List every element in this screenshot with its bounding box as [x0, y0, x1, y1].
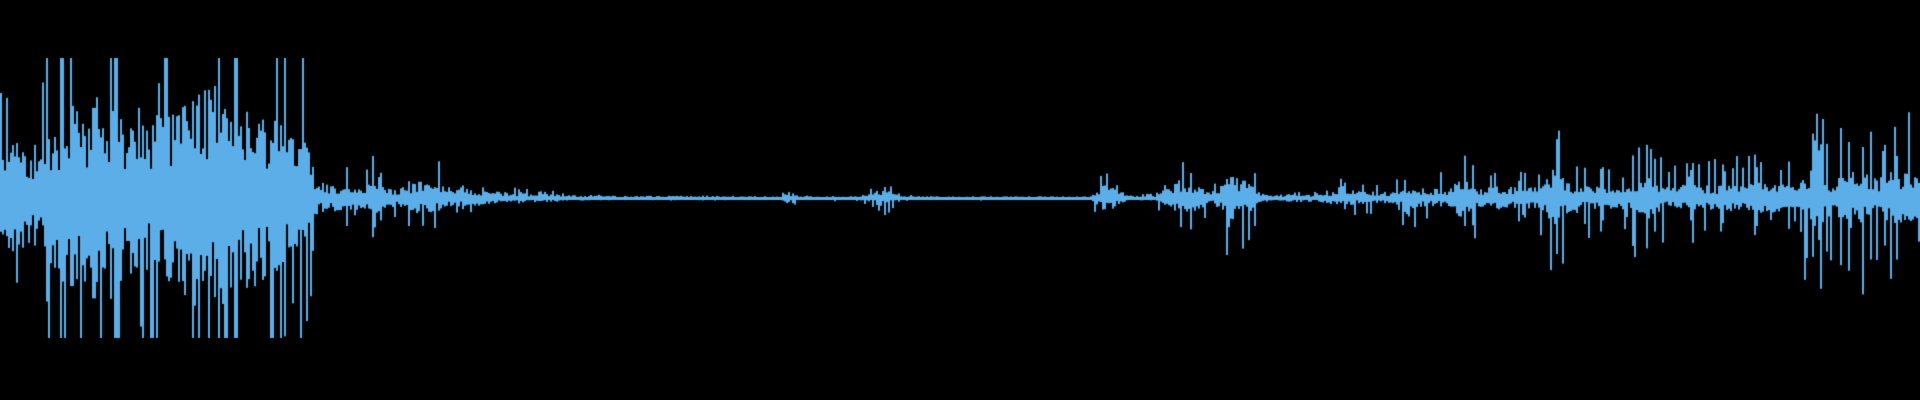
audio-waveform-canvas[interactable] [0, 0, 1920, 400]
waveform-viewer[interactable]: Audio Waveform Mono Single-channel audio… [0, 0, 1920, 400]
